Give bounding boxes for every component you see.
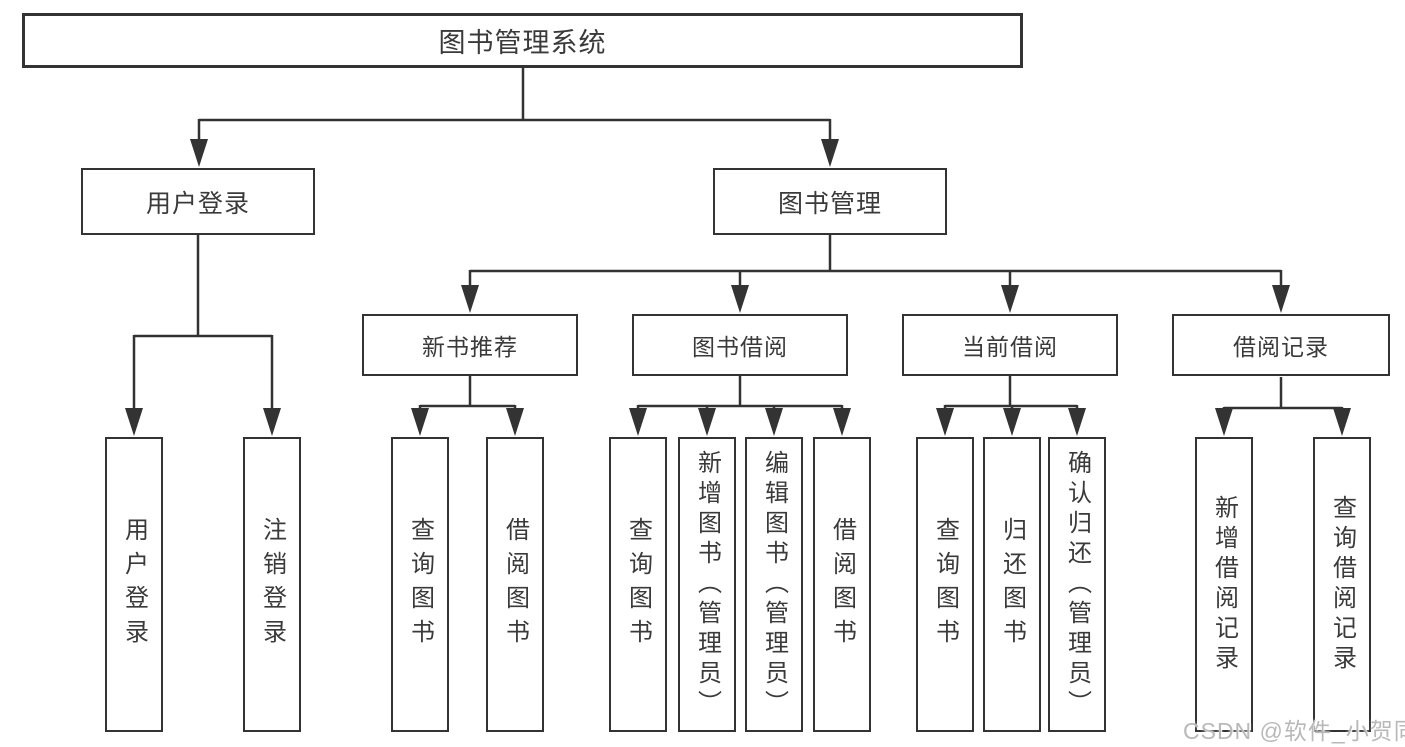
- leaf-edit-book-admin: 编辑图书（管理员）: [745, 437, 803, 732]
- arrow-new-book-recommend: [461, 285, 479, 313]
- arrow-leaf-user-login: [125, 408, 143, 436]
- leaf-borrow-books-recommend: 借阅图书: [486, 437, 544, 732]
- node-book-borrow: 图书借阅: [632, 314, 848, 376]
- arrow-leaf-query-record: [1333, 408, 1351, 436]
- node-new-book-recommend: 新书推荐: [362, 314, 578, 376]
- leaf-add-borrow-record: 新增借阅记录: [1195, 437, 1253, 732]
- leaf-user-login: 用户登录: [105, 437, 163, 732]
- arrow-leaf-borrow-books-2: [833, 408, 851, 436]
- leaf-query-books-recommend: 查询图书: [391, 437, 449, 732]
- arrow-leaf-query-books-2: [629, 408, 647, 436]
- node-user-login: 用户登录: [81, 168, 315, 235]
- leaf-confirm-return-admin: 确认归还（管理员）: [1048, 437, 1106, 732]
- leaf-borrow-books-borrow: 借阅图书: [813, 437, 871, 732]
- node-current-borrow: 当前借阅: [902, 314, 1118, 376]
- arrow-book-management: [821, 139, 839, 167]
- leaf-logout: 注销登录: [243, 437, 301, 732]
- leaf-query-books-borrow: 查询图书: [609, 437, 667, 732]
- arrow-leaf-add-record: [1215, 408, 1233, 436]
- arrow-current-borrow: [1001, 285, 1019, 313]
- arrow-book-borrow: [731, 285, 749, 313]
- leaf-return-book: 归还图书: [983, 437, 1041, 732]
- node-borrow-records: 借阅记录: [1172, 314, 1390, 376]
- arrow-leaf-logout: [263, 408, 281, 436]
- watermark: CSDN @软件_小贺同学: [1183, 718, 1405, 744]
- arrow-leaf-add-book: [698, 408, 716, 436]
- arrow-borrow-records: [1272, 285, 1290, 313]
- arrow-leaf-return-book: [1003, 408, 1021, 436]
- leaf-add-book-admin: 新增图书（管理员）: [678, 437, 736, 732]
- arrowheads: [125, 139, 1351, 436]
- arrow-user-login: [190, 139, 208, 167]
- node-root: 图书管理系统: [22, 13, 1023, 68]
- arrow-leaf-edit-book: [765, 408, 783, 436]
- arrow-leaf-confirm-return: [1068, 408, 1086, 436]
- arrow-leaf-query-books-1: [411, 408, 429, 436]
- leaf-query-borrow-record: 查询借阅记录: [1313, 437, 1371, 732]
- leaf-query-books-current: 查询图书: [916, 437, 974, 732]
- arrow-leaf-query-books-3: [936, 408, 954, 436]
- arrow-leaf-borrow-books-1: [506, 408, 524, 436]
- node-book-management: 图书管理: [713, 168, 947, 235]
